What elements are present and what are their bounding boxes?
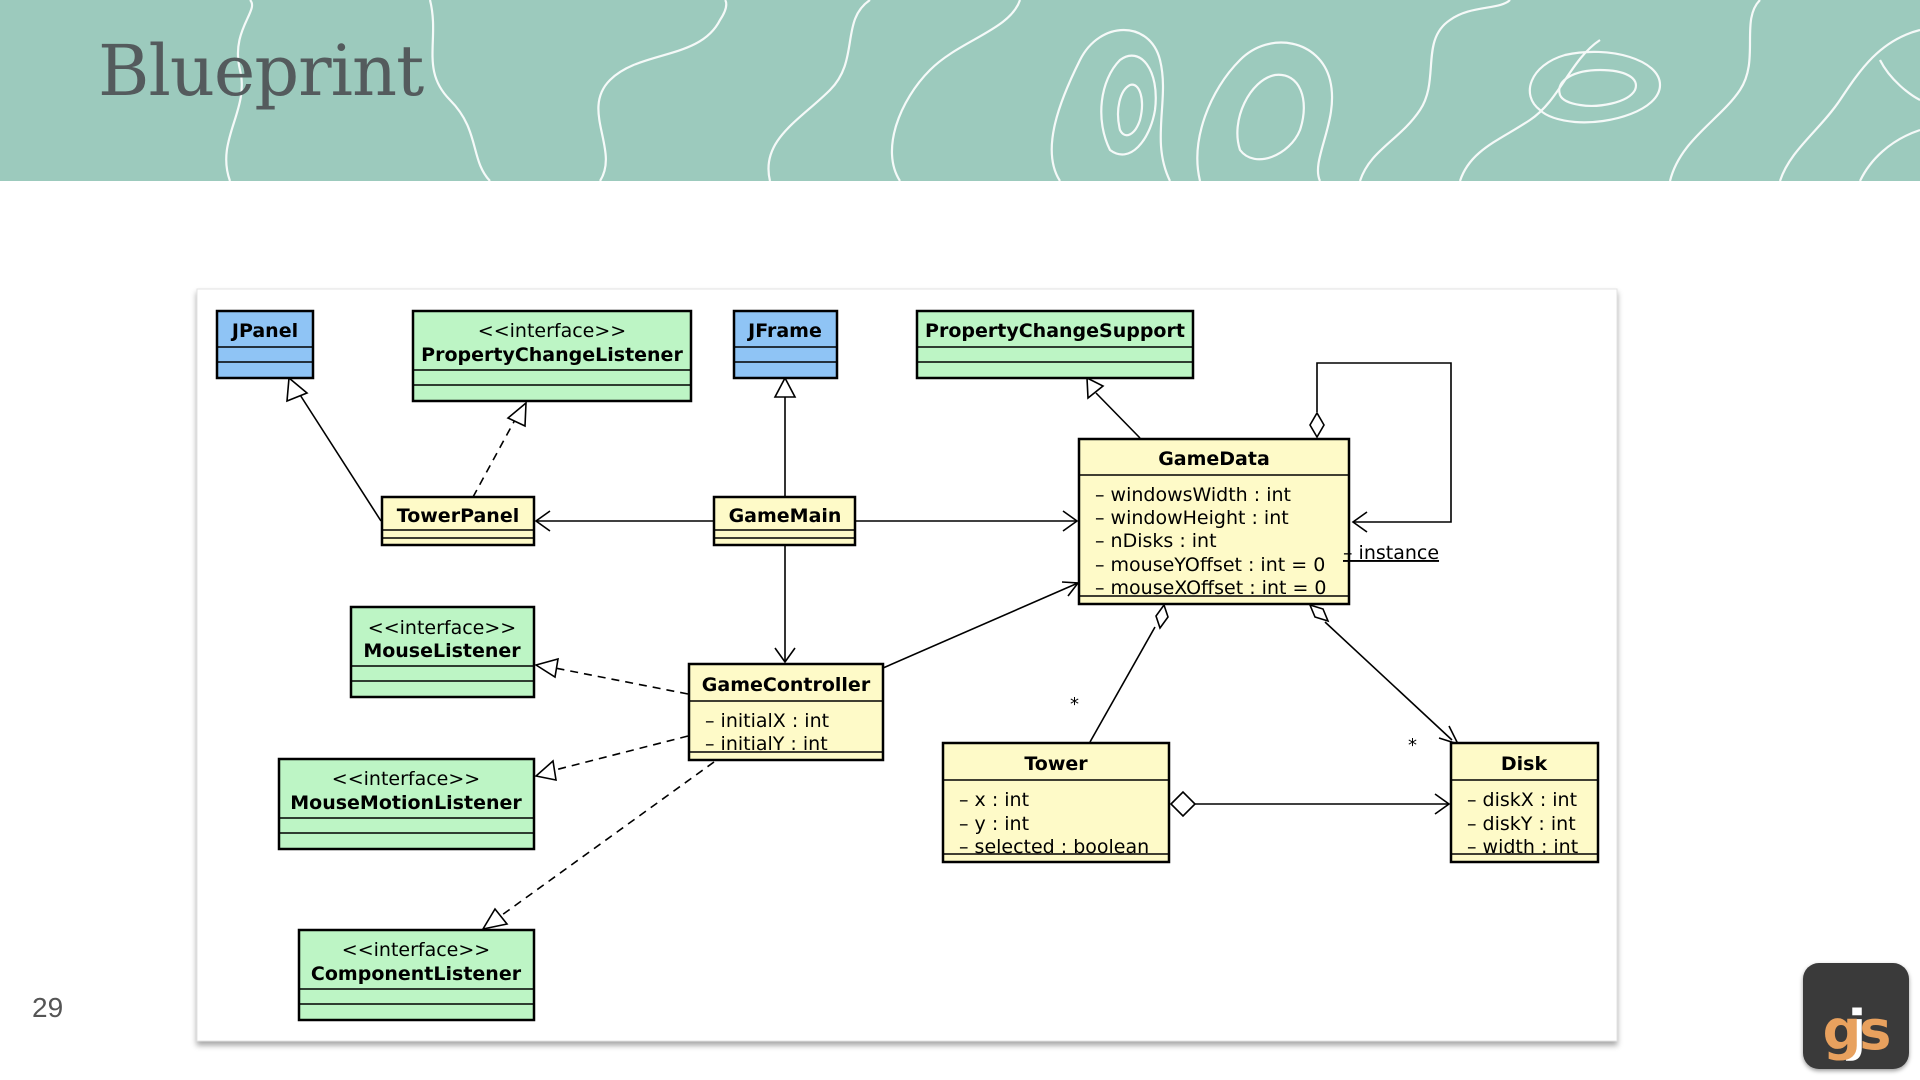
class-jframe: JFrame [732,309,839,380]
gamedata-tower-diamond [1155,603,1169,630]
class-name-game-controller: GameController [702,674,871,696]
gamecontroller-mouselistener-realization [554,667,689,695]
cl-triangle-head [481,907,509,931]
class-property-change-support: PropertyChangeSupport [915,309,1195,380]
pcs-triangle-head [1086,376,1105,400]
mouselistener-triangle-head [534,657,559,679]
class-name-pcl: PropertyChangeListener [421,344,683,366]
gamedata-arrowhead-from-main [1062,510,1079,532]
towerpanel-pcl-realization [472,417,517,498]
page-number: 29 [32,992,64,1023]
attr-mouse-y-offset: – mouseYOffset : int = 0 [1095,554,1325,576]
class-name-component-listener: ComponentListener [311,963,522,985]
gamecontroller-mml-realization [554,735,689,771]
logo-gs: gs [1822,999,1892,1062]
gamedata-disk-diamond [1308,603,1330,623]
gamecontroller-cl-realization [501,761,715,916]
triangle-heads [286,376,1105,931]
attr-width: – width : int [1467,836,1578,858]
mml-triangle-head [534,759,557,782]
class-name-mouse-listener: MouseListener [363,640,521,662]
class-name-tower-panel: TowerPanel [397,505,519,527]
attr-initial-x: – initialX : int [705,710,829,732]
class-name-game-data: GameData [1158,448,1270,470]
logo-j: j [1847,999,1867,1062]
tower-disk-diamond [1169,790,1197,818]
gamedata-tower-aggregation [1089,626,1156,743]
attr-disk-x: – diskX : int [1467,789,1577,811]
attr-windows-width: – windowsWidth : int [1095,484,1291,506]
connectors [294,362,1453,916]
stereotype-mml: <<interface>> [332,768,480,790]
class-game-main: GameMain [712,495,857,547]
towerpanel-arrowhead [534,510,551,532]
slide-title: Blueprint [98,30,424,112]
class-tower-panel: TowerPanel [380,495,536,547]
class-property-change-listener: <<interface>> PropertyChangeListener [411,309,693,403]
gamedata-self-diamond [1309,411,1325,439]
attr-disk-y: – diskY : int [1467,813,1576,835]
class-mouse-motion-listener: <<interface>> MouseMotionListener [277,757,536,851]
gamedata-self-arrowhead [1351,511,1368,533]
attr-initial-y: – initialY : int [705,733,828,755]
towerpanel-jpanel-generalization [294,386,382,522]
topographic-pattern [225,0,1920,181]
class-name-jpanel: JPanel [230,320,298,342]
pcl-triangle-head [506,401,527,428]
jpanel-triangle-head [286,376,309,403]
class-disk: Disk – diskX : int – diskY : int – width… [1449,741,1600,864]
class-jpanel: JPanel [215,309,315,380]
attr-n-disks: – nDisks : int [1095,530,1217,552]
attr-window-height: – windowHeight : int [1095,507,1289,529]
stereotype-pcl: <<interface>> [478,320,626,342]
disk-arrowhead-from-tower [1434,793,1451,815]
instance-role-label: – instance [1343,542,1439,564]
attr-selected: – selected : boolean [959,836,1149,858]
gamedata-disk-aggregation [1324,621,1453,741]
gamedata-pcs-generalization [1095,392,1141,439]
attr-mouse-x-offset: – mouseXOffset : int = 0 [1095,577,1327,599]
class-name-disk: Disk [1501,753,1548,775]
class-game-controller: GameController – initialX : int – initia… [687,662,885,762]
attr-x: – x : int [959,789,1029,811]
class-name-mml: MouseMotionListener [290,792,522,814]
class-name-tower: Tower [1024,753,1088,775]
class-name-jframe: JFrame [746,320,822,342]
class-mouse-listener: <<interface>> MouseListener [349,605,536,699]
slide-header: Blueprint [0,0,1920,181]
class-component-listener: <<interface>> ComponentListener [297,928,536,1022]
stereotype-component-listener: <<interface>> [342,939,490,961]
aggregation-diamonds [1155,411,1330,818]
stereotype-mouse-listener: <<interface>> [368,617,516,639]
gamecontroller-arrowhead [774,647,796,664]
tower-multiplicity: * [1070,694,1079,715]
class-game-data: GameData – windowsWidth : int – windowHe… [1077,437,1351,606]
jframe-triangle-head [773,376,797,398]
class-name-pcs: PropertyChangeSupport [925,320,1185,342]
disk-multiplicity: * [1408,735,1417,756]
attr-y: – y : int [959,813,1029,835]
gamecontroller-gamedata-association [882,582,1079,669]
class-name-game-main: GameMain [729,505,842,527]
class-tower: Tower – x : int – y : int – selected : b… [941,741,1171,864]
gamedata-self-association [1316,362,1452,523]
